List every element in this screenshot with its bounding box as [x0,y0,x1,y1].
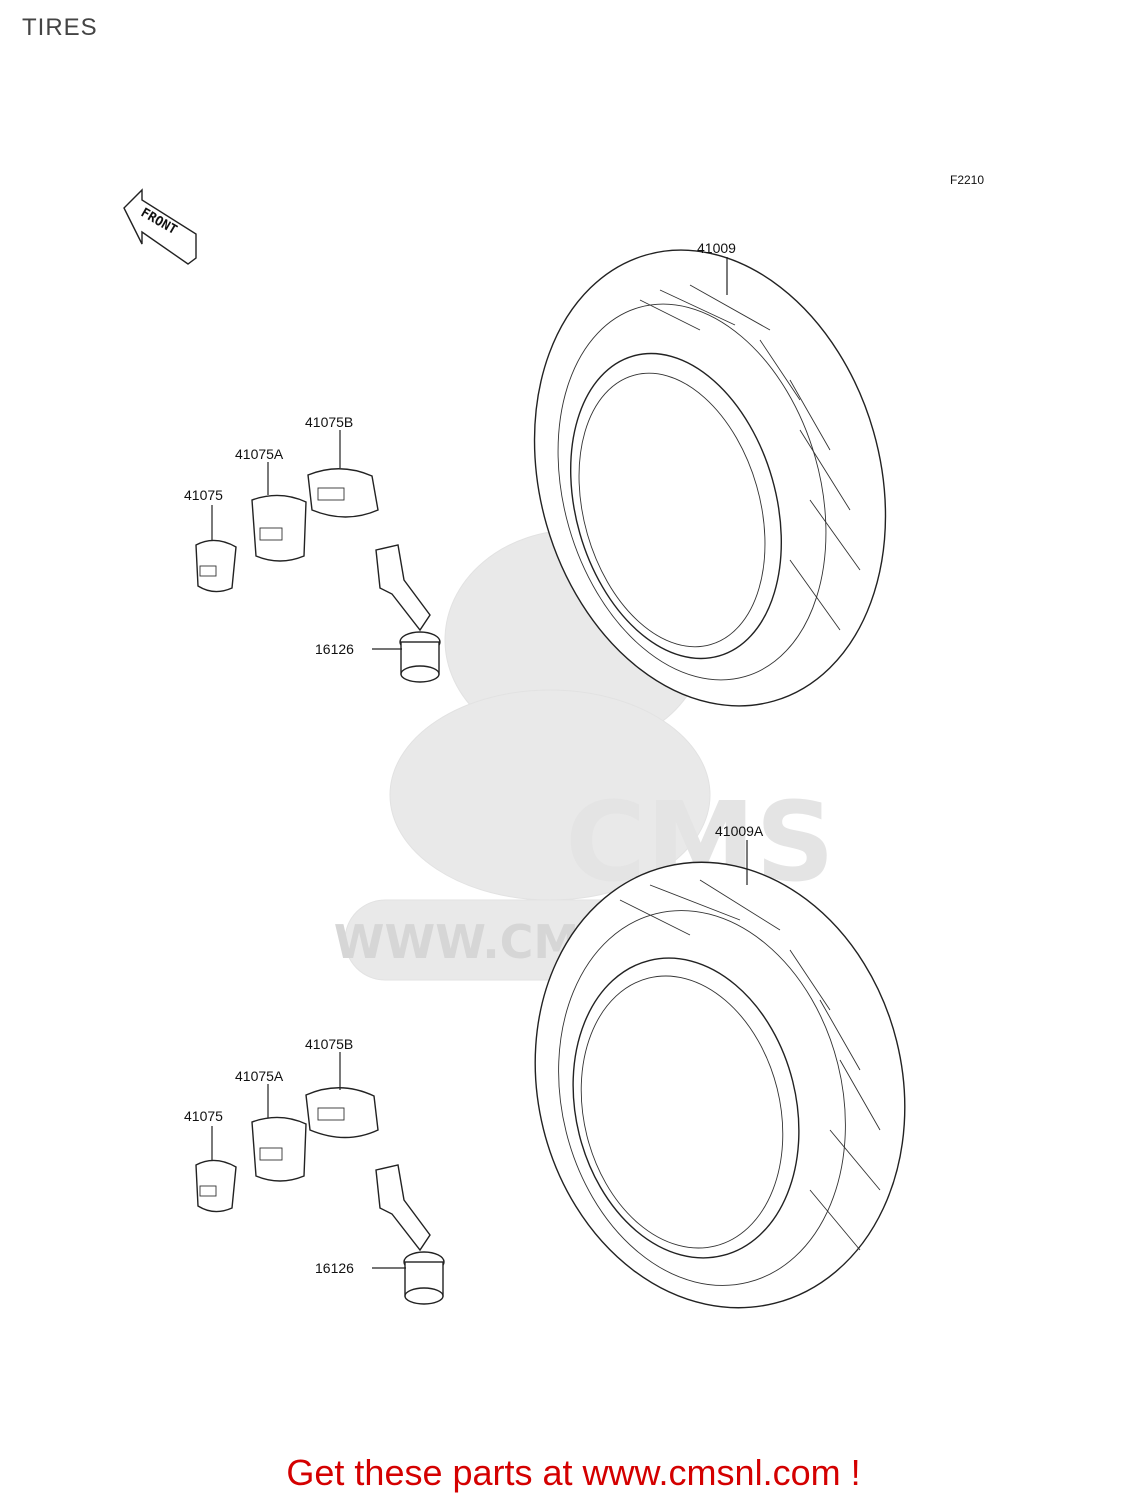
balance-weight-41075A [251,494,307,562]
weight-label-41075B-2: 41075B [305,1036,353,1052]
balance-weight-41075 [195,539,237,593]
front-arrow-icon [123,188,197,265]
valve-label-16126: 16126 [315,641,354,657]
weight-label-41075A-2: 41075A [235,1068,284,1084]
valve-16126-2 [375,1164,445,1305]
balance-weight-41075-2 [195,1159,237,1213]
tire-label-41009: 41009 [697,240,736,256]
tire-41009A [534,861,906,1309]
tire-group-2: 41009A 41075B 41075A 41075 16126 [184,823,906,1309]
valve-label-16126-2: 16126 [315,1260,354,1276]
tire-label-41009A: 41009A [715,823,764,839]
figure-code: F2210 [950,173,984,187]
tire-group-1: 41009 41075B 41075A 41075 16126 [184,240,887,707]
weight-label-41075-2: 41075 [184,1108,223,1124]
front-arrow: FRONT [123,188,197,265]
balance-weight-41075B [307,468,379,518]
balance-weight-41075B-2 [305,1087,379,1139]
parts-diagram: CMS WWW.CMSNL.COM F2210 FRONT 41009 4107… [123,173,984,1309]
weight-label-41075: 41075 [184,487,223,503]
valve-16126 [375,544,441,683]
balance-weight-41075A-2 [251,1116,307,1182]
weight-label-41075B: 41075B [305,414,353,430]
weight-label-41075A: 41075A [235,446,284,462]
tire-41009 [533,249,887,707]
page-title: TIRES [22,14,98,41]
footer-link[interactable]: Get these parts at www.cmsnl.com ! [286,1452,861,1493]
